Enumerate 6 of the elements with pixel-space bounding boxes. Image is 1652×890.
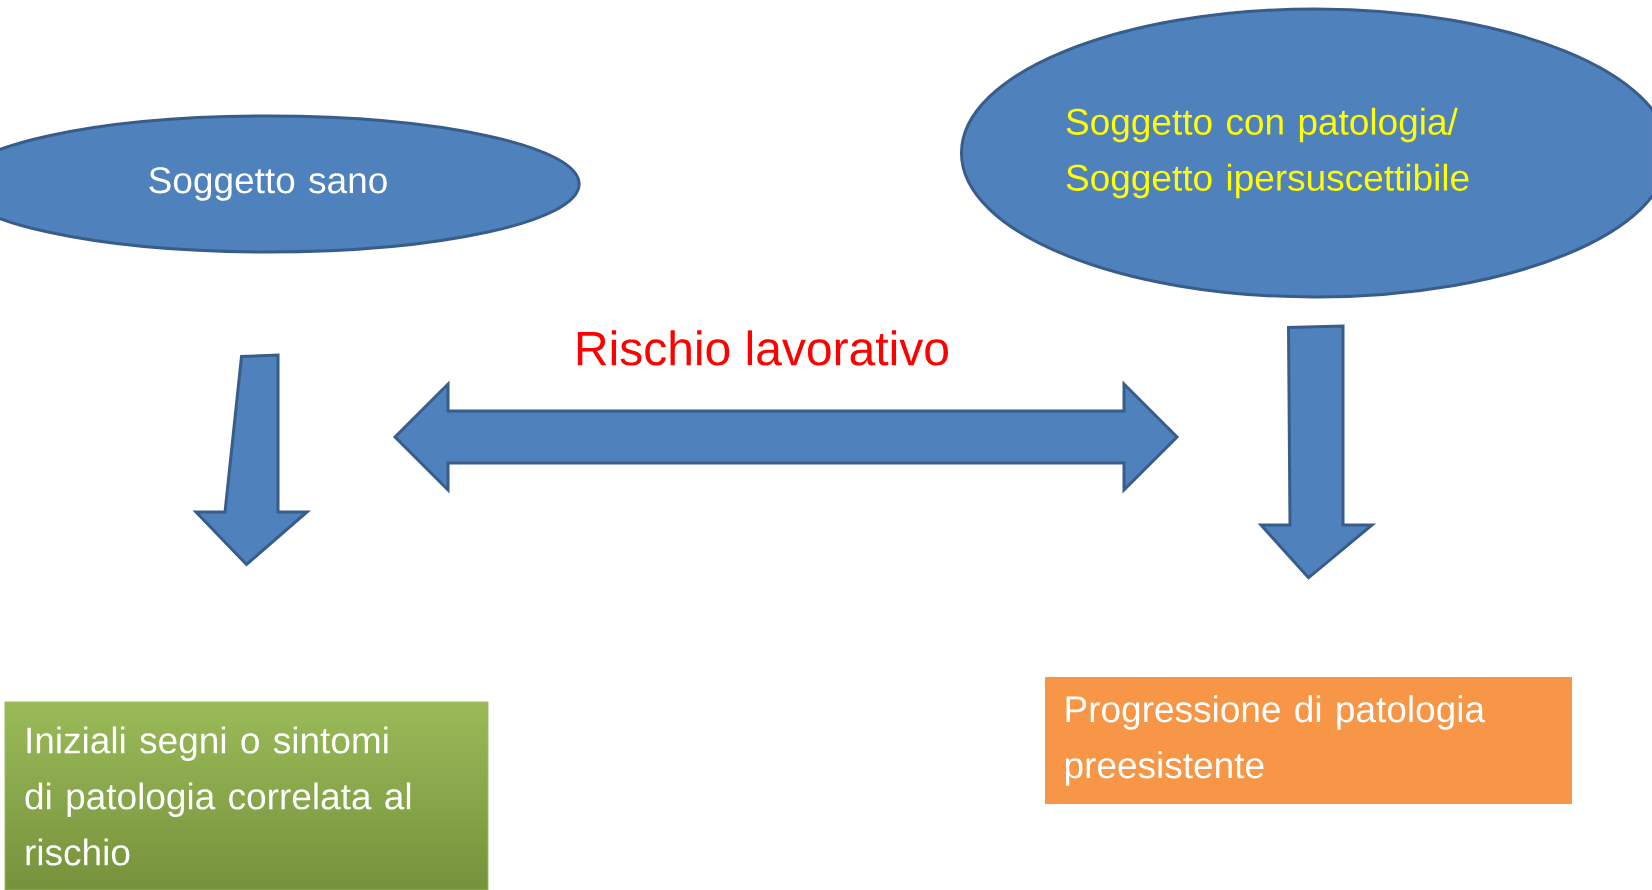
risk-label: Rischio lavorativo [577,330,948,366]
block-arrow [192,353,312,567]
block-arrow [1257,324,1377,580]
ellipse-node: Soggetto con patologia/ Soggetto ipersuscettibile [959,7,1652,299]
result-box: Progressione di patologia preesistente [1045,677,1572,804]
result-box: Iniziali segni o sintomi di patologia correlata al rischio [4,701,489,890]
